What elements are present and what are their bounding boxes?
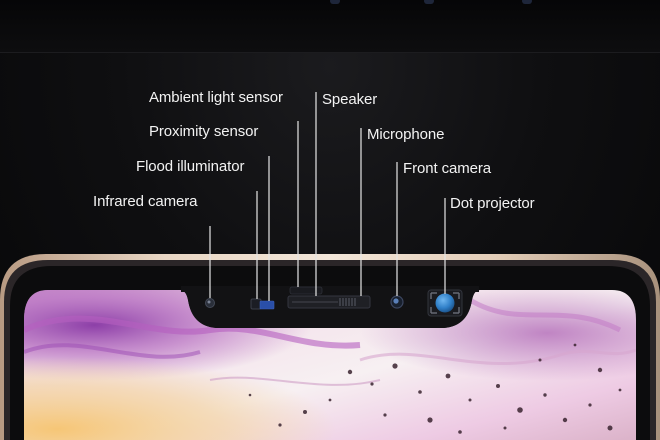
label-flood-illuminator: Flood illuminator <box>136 158 245 175</box>
proximity-sensor <box>259 300 275 310</box>
dot-projector-lens <box>435 293 455 313</box>
label-front-camera: Front camera <box>403 160 491 177</box>
background-panel-seam <box>0 0 660 53</box>
speaker-mesh <box>339 298 356 306</box>
ambient-light-sensor <box>289 286 323 295</box>
stage-light <box>330 0 340 4</box>
label-ambient-light-sensor: Ambient light sensor <box>149 89 283 106</box>
stage-light <box>424 0 434 4</box>
label-infrared-camera: Infrared camera <box>93 193 198 210</box>
label-proximity-sensor: Proximity sensor <box>149 123 259 140</box>
label-speaker: Speaker <box>322 91 378 108</box>
stage-light <box>522 0 532 4</box>
label-dot-projector: Dot projector <box>450 195 535 212</box>
label-microphone: Microphone <box>367 126 445 143</box>
leader-lines <box>209 92 446 301</box>
flood-illuminator <box>250 298 262 310</box>
